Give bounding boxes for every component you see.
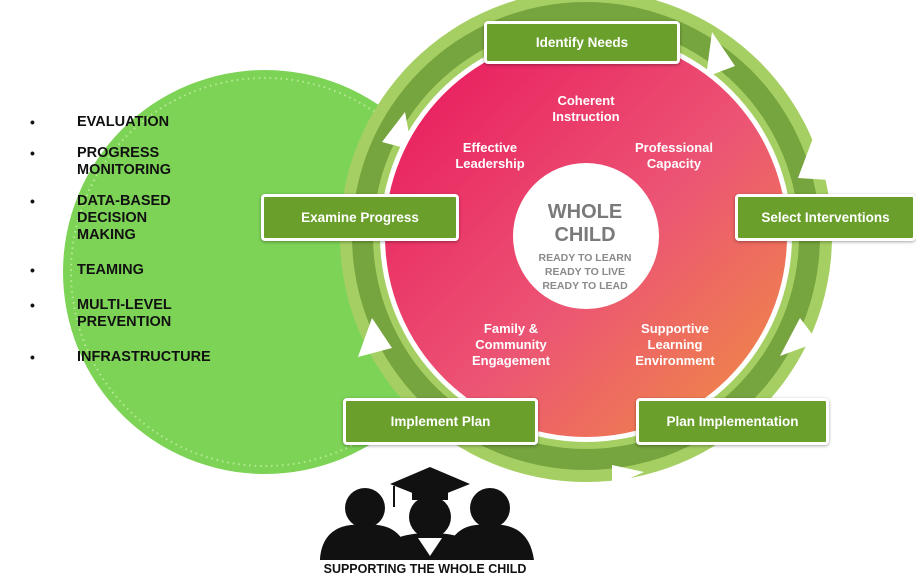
bullet-item: INFRASTRUCTURE [30,349,260,366]
bullet-item: PROGRESS MONITORING [30,145,260,179]
whole-child-title: WHOLE CHILD [547,201,623,246]
family-community-label: Family & Community Engagement [471,321,550,368]
bullet-item: DATA-BASED DECISION MAKING [30,193,260,244]
bullet-item: EVALUATION [30,114,260,131]
bullet-item: MULTI-LEVEL PREVENTION [30,297,260,331]
caption: SUPPORTING THE WHOLE CHILD [323,562,527,576]
effective-leadership-label: Effective Leadership [455,140,525,171]
coherent-instruction-label: Coherent Instruction [552,93,620,124]
bullet-item: TEAMING [30,262,260,279]
center-white-circle [513,163,659,309]
implement-plan-box[interactable]: Implement Plan [343,398,538,445]
students-graduate-icon [320,467,534,560]
examine-progress-box[interactable]: Examine Progress [261,194,459,241]
identify-needs-box[interactable]: Identify Needs [484,21,680,64]
professional-capacity-label: Professional Capacity [634,140,714,171]
select-interventions-box[interactable]: Select Interventions [735,194,916,241]
supportive-learning-label: Supportive Learning Environment [635,321,715,368]
whole-child-ready-lines: READY TO LEARN READY TO LIVE READY TO LE… [538,252,632,292]
plan-implementation-box[interactable]: Plan Implementation [636,398,829,445]
mtss-components-list: EVALUATION PROGRESS MONITORING DATA-BASED … [30,100,260,366]
